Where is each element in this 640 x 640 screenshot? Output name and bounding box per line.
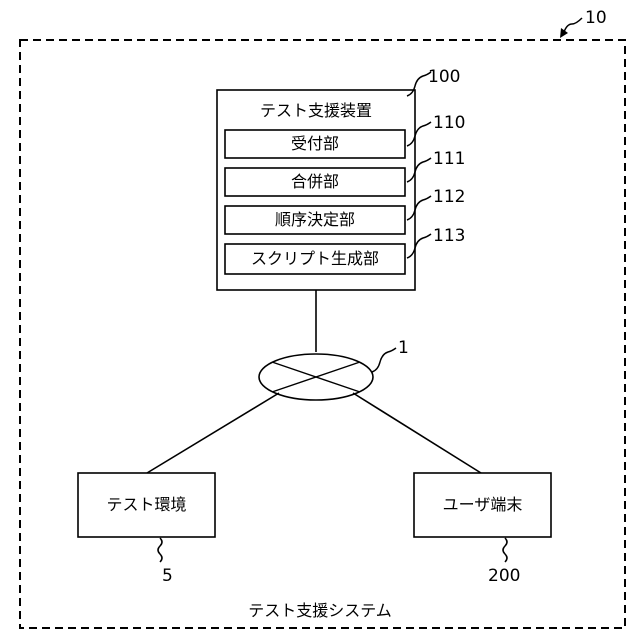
unit-label-reception: 受付部 (225, 136, 405, 152)
ref-network: 1 (398, 340, 409, 357)
device-title: テスト支援装置 (217, 103, 415, 119)
ref-unit-reception: 110 (433, 115, 465, 132)
network-terminal-link (353, 393, 481, 473)
ref-200-leader (503, 538, 507, 562)
ref-10-arrow (564, 18, 582, 32)
system-label: テスト支援システム (200, 603, 440, 619)
ref-user-terminal: 200 (488, 568, 520, 585)
unit-label-order: 順序決定部 (225, 212, 405, 228)
ref-device: 100 (428, 69, 460, 86)
unit-label-script: スクリプト生成部 (225, 251, 405, 267)
ref-unit-order: 112 (433, 189, 465, 206)
ref-unit-script: 113 (433, 228, 465, 245)
ref-1-leader (372, 348, 396, 372)
user-terminal-label: ユーザ端末 (414, 497, 551, 513)
ref-test-env: 5 (162, 568, 173, 585)
ref-5-leader (158, 538, 162, 562)
network-testenv-link (147, 393, 279, 473)
test-env-label: テスト環境 (78, 497, 215, 513)
ref-unit-merge: 111 (433, 151, 465, 168)
ref-system: 10 (585, 10, 607, 27)
ref-10-arrowhead (560, 28, 568, 38)
unit-label-merge: 合併部 (225, 174, 405, 190)
